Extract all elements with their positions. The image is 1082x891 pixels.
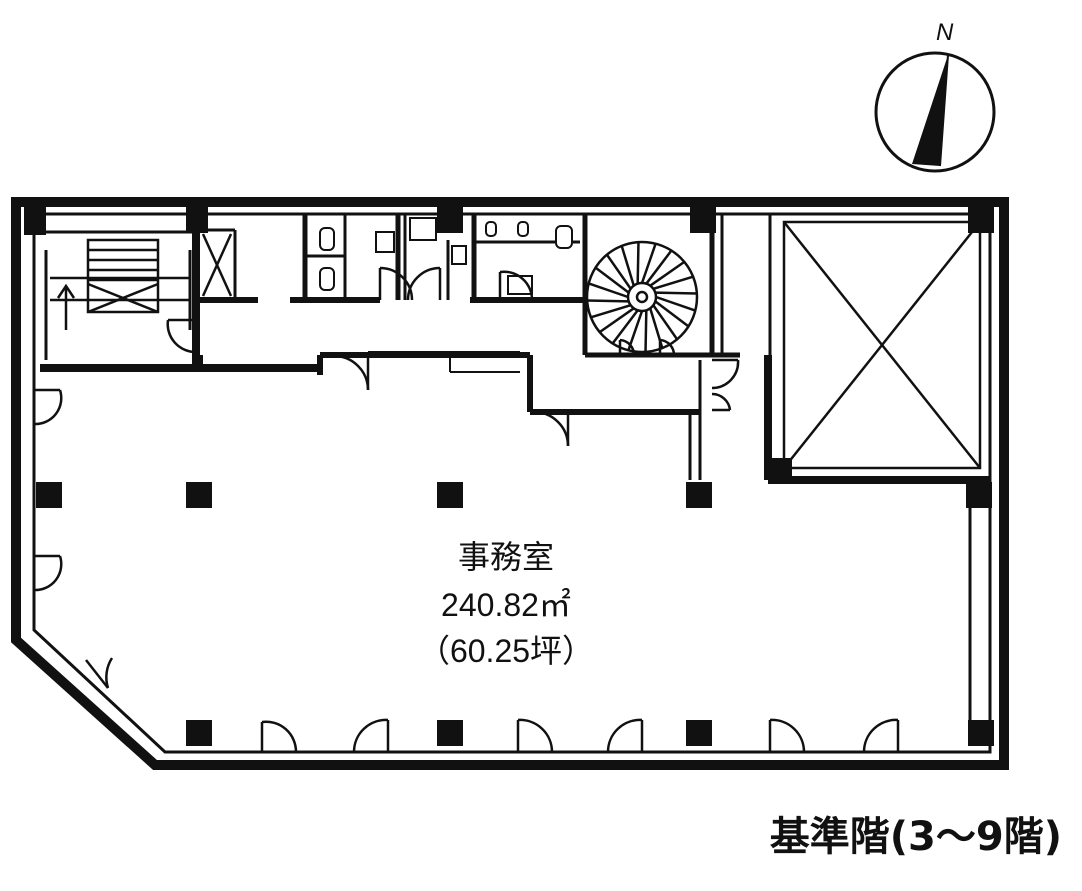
door [378,266,414,301]
spiral-step [587,299,629,303]
room-area-tsubo: （60.25坪） [418,633,594,669]
column [24,207,46,235]
door [406,266,442,301]
doors [33,266,900,753]
spiral-step [590,304,632,319]
column [968,207,994,233]
floor-caption: 基準階(3〜9階) [770,814,1062,860]
spiral-step [588,282,629,299]
column [968,720,994,746]
spiral-step [598,307,635,334]
spiral-step [652,304,679,341]
spiral-step [620,245,635,287]
column [770,458,792,480]
toilet-fixtures [319,217,573,295]
door [166,318,197,354]
door [260,720,298,753]
spiral-step [644,310,648,352]
door [862,718,900,753]
door [768,718,806,753]
spiral-step [649,260,686,287]
door [333,354,370,391]
spiral-stair [585,240,699,354]
door [711,358,740,390]
column [186,720,212,746]
compass-north-label: N [936,19,954,46]
interior-walls [40,214,990,745]
spiral-step [605,253,632,290]
column [186,207,208,233]
door [658,338,676,356]
spiral-step [645,249,673,285]
void-atrium [782,220,982,470]
spiral-step [636,242,640,284]
room-name: 事務室 [458,538,554,576]
door [352,718,390,753]
column [437,720,463,746]
stair [50,238,190,330]
column [686,482,712,508]
spiral-step [655,291,697,295]
column [36,482,62,508]
spiral-step [652,275,694,290]
door [618,338,636,356]
door [606,718,644,753]
column [186,482,212,508]
elevator-shaft [201,233,233,297]
column [686,720,712,746]
column [437,207,463,233]
door [516,718,554,753]
door [498,270,534,301]
spiral-step [611,309,639,345]
door [33,554,63,592]
room-area-m2: 240.82㎡ [441,587,571,623]
column [966,482,992,508]
column [437,482,463,508]
spiral-step [654,300,690,328]
compass-needle-icon [912,55,948,166]
columns [24,207,994,746]
spiral-step [594,266,630,294]
room-label: 事務室 240.82㎡ （60.25坪） [418,538,594,669]
door [533,410,570,447]
compass-circle [874,51,996,173]
exterior-walls [11,197,1009,770]
door [711,392,732,412]
door [33,388,63,426]
column [690,207,716,233]
compass: N [874,19,996,173]
door [85,657,114,689]
spiral-step [640,243,657,284]
spiral-step [655,295,696,312]
